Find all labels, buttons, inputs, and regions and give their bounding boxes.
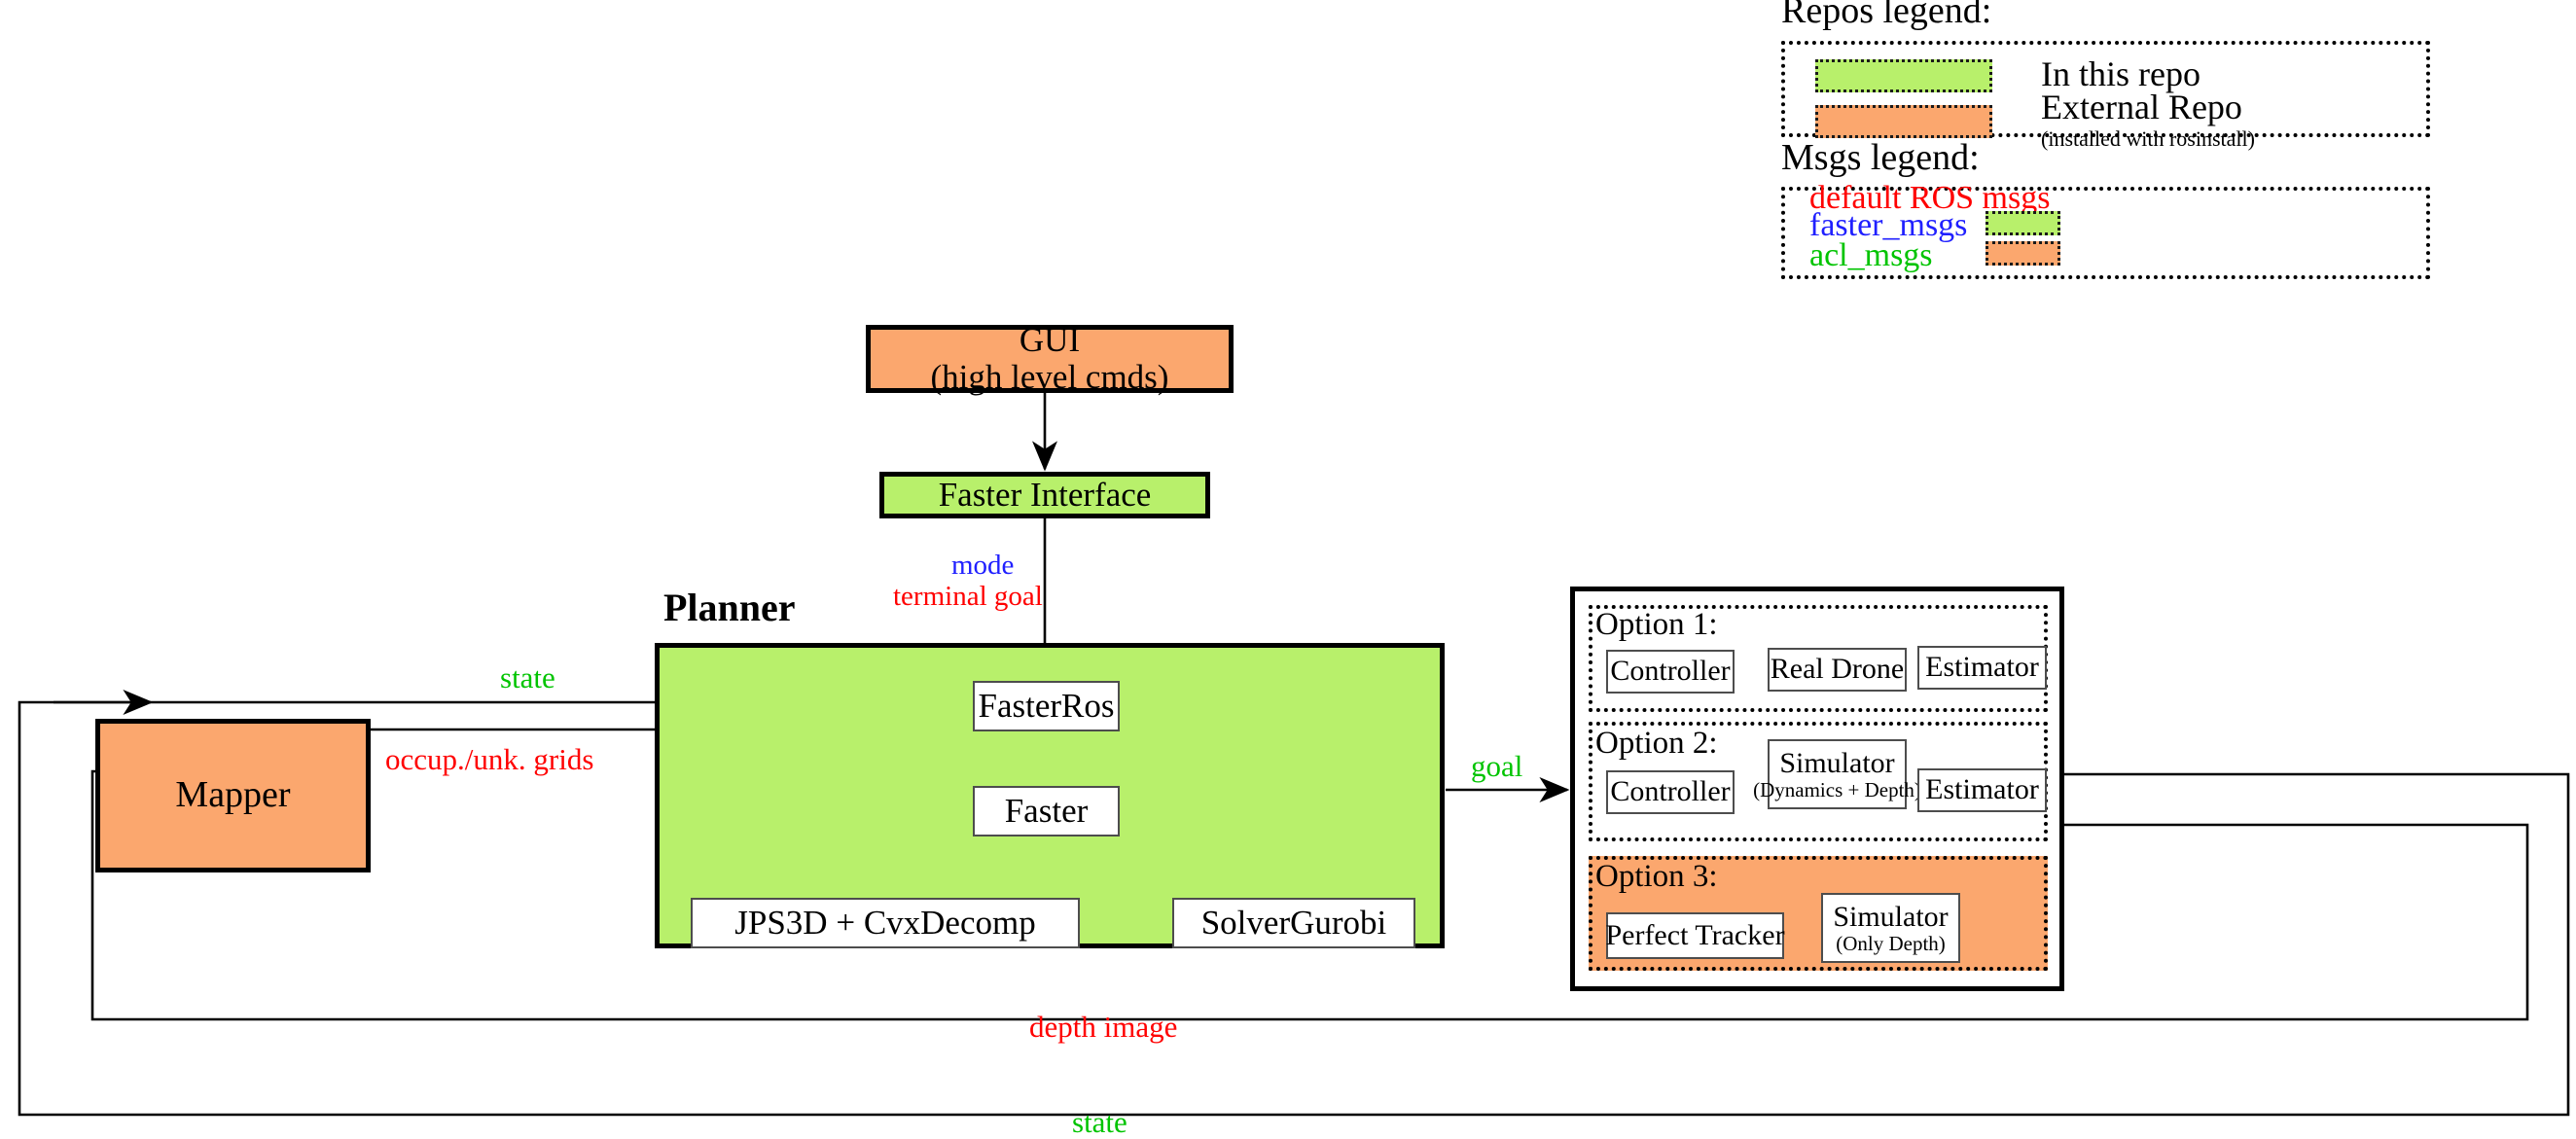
faster-label: Faster <box>1004 792 1089 831</box>
option-1-estimator-label: Estimator <box>1925 651 2039 684</box>
option-1-real-drone-label: Real Drone <box>1770 653 1905 686</box>
repos-legend-box <box>1781 41 2430 137</box>
faster-interface-node[interactable]: Faster Interface <box>879 472 1210 518</box>
option-2-estimator-node[interactable]: Estimator <box>1917 768 2047 812</box>
planner-title: Planner <box>663 586 796 629</box>
msgs-legend-label-acl-msgs: acl_msgs <box>1809 237 1933 273</box>
repos-legend-sublabel-external-repo: (installed with rosinstall) <box>2041 126 2255 151</box>
repos-legend-swatch-in-this-repo <box>1815 59 1992 92</box>
edge-label-state-top: state <box>500 660 555 694</box>
mapper-label: Mapper <box>175 774 291 816</box>
option-2-simulator-node[interactable]: Simulator (Dynamics + Depth) <box>1753 739 1921 809</box>
option-2-title: Option 2: <box>1595 726 1718 761</box>
jps3d-cvxdecomp-label: JPS3D + CvxDecomp <box>734 904 1036 943</box>
edge-label-depth-image: depth image <box>1029 1010 1178 1044</box>
repos-legend-swatch-external-repo <box>1815 105 1992 138</box>
solver-gurobi-node[interactable]: SolverGurobi <box>1172 898 1415 948</box>
edge-label-state-bottom: state <box>1072 1105 1127 1139</box>
option-2-controller-node[interactable]: Controller <box>1606 770 1735 814</box>
gui-label-line1: GUI <box>1019 321 1081 360</box>
jps3d-cvxdecomp-node[interactable]: JPS3D + CvxDecomp <box>691 898 1080 948</box>
msgs-legend-label-faster-msgs: faster_msgs <box>1809 207 1968 243</box>
msgs-legend-label-default-ros-msgs: default ROS msgs <box>1809 180 2051 216</box>
msgs-legend-box <box>1781 187 2430 279</box>
repos-legend-label-in-this-repo: In this repo <box>2041 54 2200 93</box>
option-2-estimator-label: Estimator <box>1925 773 2039 806</box>
option-3-perfect-tracker-node[interactable]: Perfect Tracker <box>1605 912 1785 959</box>
msgs-legend-swatch-faster-msgs <box>1986 211 2060 235</box>
faster-node[interactable]: Faster <box>973 786 1120 836</box>
option-3-perfect-tracker-label: Perfect Tracker <box>1605 918 1785 951</box>
mapper-node[interactable]: Mapper <box>95 719 371 872</box>
option-2-simulator-label: Simulator <box>1779 746 1895 779</box>
option-1-controller-label: Controller <box>1610 655 1731 688</box>
faster-interface-label: Faster Interface <box>938 476 1152 515</box>
faster-ros-label: FasterRos <box>978 687 1115 726</box>
option-1-real-drone-node[interactable]: Real Drone <box>1768 648 1907 692</box>
repos-legend-title: Repos legend: <box>1781 0 1992 31</box>
option-3-simulator-label: Simulator <box>1833 900 1949 933</box>
option-2-simulator-sublabel: (Dynamics + Depth) <box>1753 778 1921 802</box>
option-1-controller-node[interactable]: Controller <box>1606 650 1735 694</box>
option-3-simulator-sublabel: (Only Depth) <box>1836 932 1946 956</box>
gui-label-line2: (high level cmds) <box>930 358 1169 396</box>
option-1-estimator-node[interactable]: Estimator <box>1917 646 2047 690</box>
gui-node[interactable]: GUI (high level cmds) <box>866 321 1234 396</box>
edge-label-terminal-goal: terminal goal <box>893 581 1043 612</box>
edge-label-mode: mode <box>951 550 1015 581</box>
edge-label-goal: goal <box>1471 749 1523 783</box>
option-3-simulator-node[interactable]: Simulator (Only Depth) <box>1821 893 1960 963</box>
edge-label-occup-unk-grids: occup./unk. grids <box>385 742 594 776</box>
msgs-legend-title: Msgs legend: <box>1781 137 1980 178</box>
option-3-title: Option 3: <box>1595 859 1718 894</box>
option-2-controller-label: Controller <box>1610 775 1731 808</box>
faster-ros-node[interactable]: FasterRos <box>973 681 1120 731</box>
option-1-title: Option 1: <box>1595 607 1718 642</box>
repos-legend-label-external-repo: External Repo <box>2041 88 2242 126</box>
msgs-legend-swatch-acl-msgs <box>1986 241 2060 266</box>
solver-gurobi-label: SolverGurobi <box>1200 904 1387 943</box>
